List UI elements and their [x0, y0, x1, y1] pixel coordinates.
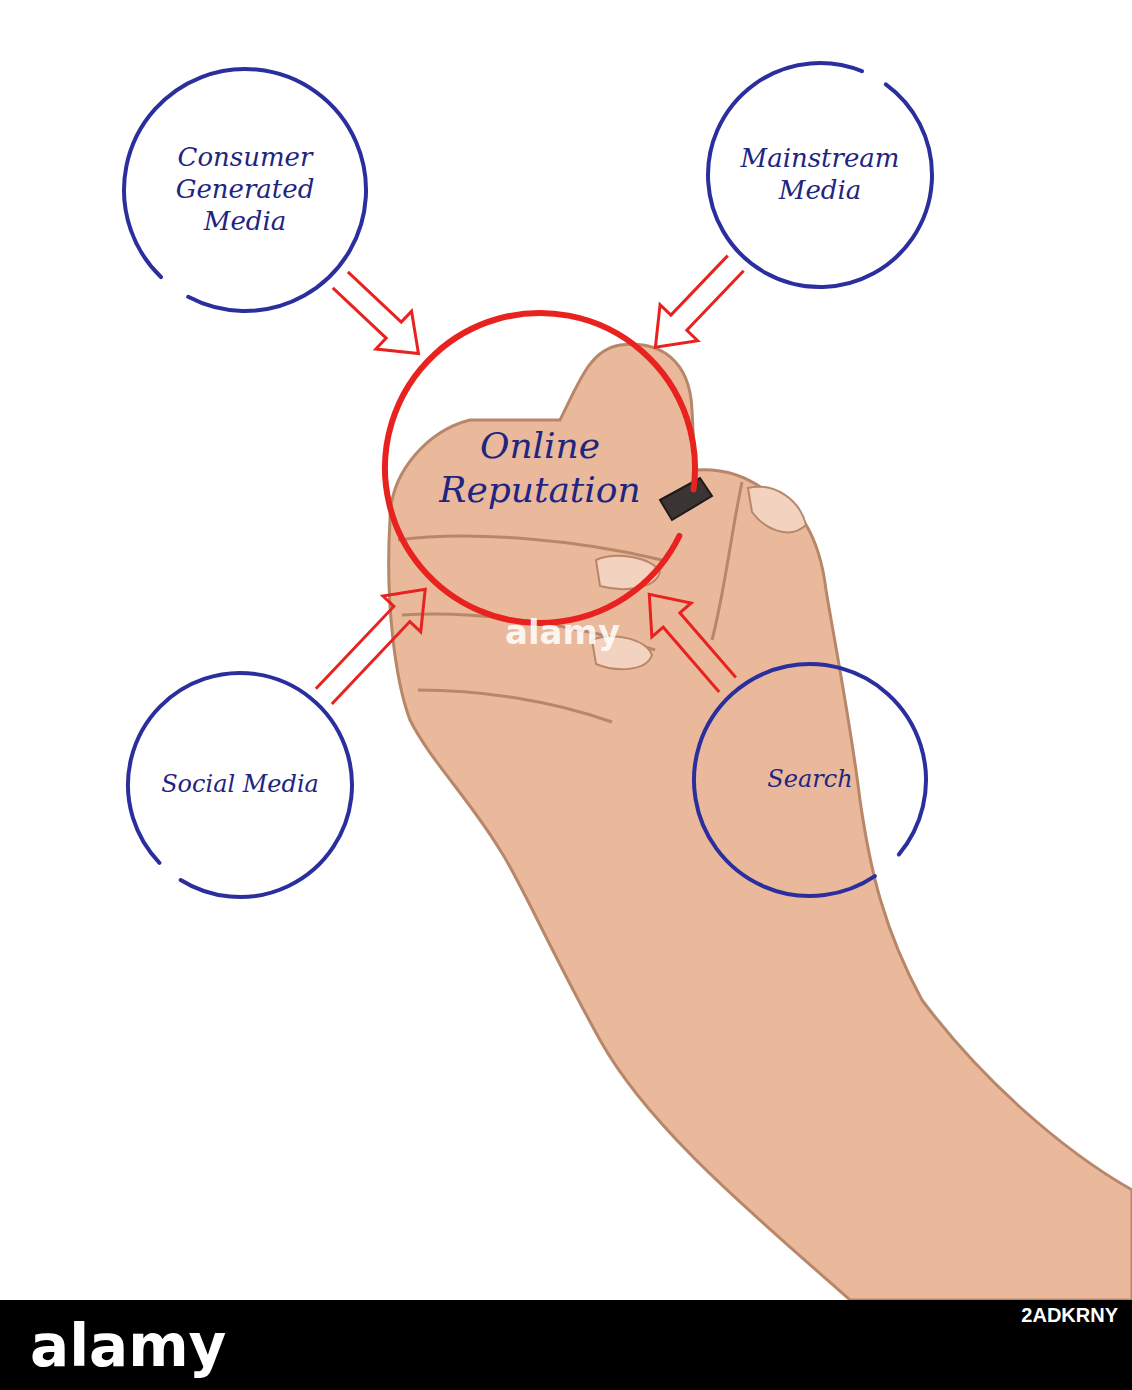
circle-outline — [379, 307, 701, 629]
circle-node: Online Reputation — [379, 307, 701, 629]
block-arrow — [316, 589, 425, 704]
logo-text: alamy — [30, 1312, 226, 1380]
circle-node: Social Media — [124, 669, 356, 901]
circle-node: Search — [690, 660, 930, 900]
node-label: Consumer Generated Media — [158, 142, 333, 237]
block-arrow — [655, 256, 743, 348]
node-label: Social Media — [161, 770, 319, 799]
node-label: Mainstream Media — [728, 143, 913, 206]
circle-stroke — [128, 673, 352, 897]
fingernail — [596, 556, 660, 589]
circle-node: Mainstream Media — [704, 59, 936, 291]
block-arrow — [333, 272, 419, 354]
circle-stroke — [708, 63, 932, 287]
circle-stroke — [124, 69, 366, 311]
hand-shape — [389, 344, 1132, 1300]
pen — [660, 478, 712, 520]
circle-stroke — [694, 664, 926, 896]
thumb-crease — [712, 482, 742, 640]
image-id: 2ADKRNY — [1021, 1304, 1118, 1327]
node-label: Search — [767, 765, 852, 794]
fingernail — [748, 487, 806, 532]
watermark-text: alamy — [505, 612, 620, 652]
finger-crease — [418, 690, 612, 722]
node-label: Online Reputation — [405, 424, 675, 512]
circle-stroke — [385, 313, 695, 623]
circle-node: Consumer Generated Media — [120, 65, 370, 315]
block-arrow — [649, 594, 736, 692]
